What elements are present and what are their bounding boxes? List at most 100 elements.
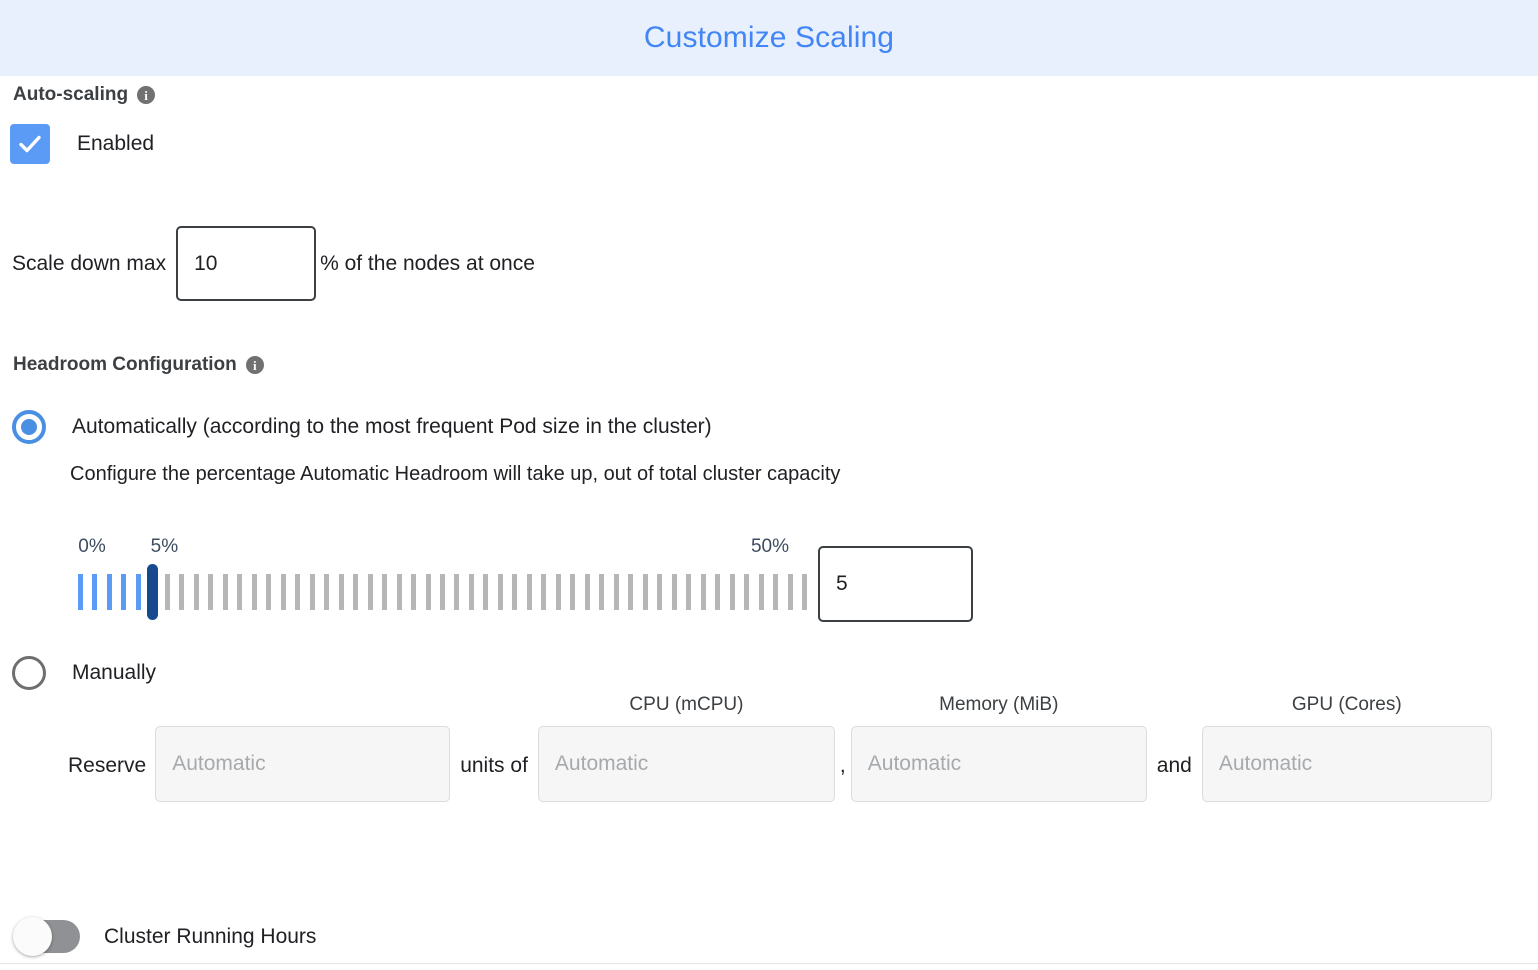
radio-manually[interactable] [12, 656, 46, 690]
reserve-label: Reserve [68, 754, 147, 777]
slider-tick [382, 574, 388, 610]
comma-separator: , [839, 754, 846, 777]
slider-tick [411, 574, 417, 610]
reserve-units-group [155, 716, 451, 802]
slider-min-label: 0% [78, 536, 106, 557]
slider-tick [396, 574, 402, 610]
slider-tick [744, 574, 750, 610]
headroom-configuration-section-label: Headroom Configuration i [13, 354, 264, 376]
slider-tick [584, 574, 590, 610]
slider-tick [802, 574, 807, 610]
slider-tick [613, 574, 619, 610]
slider-tick [729, 574, 735, 610]
info-icon[interactable]: i [245, 356, 264, 374]
slider-tick [454, 574, 460, 610]
slider-tick [179, 574, 185, 610]
cpu-input[interactable] [537, 726, 835, 802]
slider-tick [671, 574, 677, 610]
slider-tick [758, 574, 764, 610]
slider-tick [106, 574, 112, 610]
slider-tick [628, 574, 634, 610]
gpu-field-group: GPU (Cores) [1201, 694, 1492, 802]
gpu-input[interactable] [1201, 726, 1492, 802]
gpu-field-caption: GPU (Cores) [1291, 694, 1402, 715]
page-title: Customize Scaling [643, 21, 895, 54]
slider-max-label: 50% [750, 536, 790, 557]
info-icon[interactable]: i [137, 86, 156, 104]
slider-tick [324, 574, 330, 610]
auto-scaling-section-label: Auto-scaling i [13, 84, 156, 106]
enabled-checkbox[interactable] [10, 124, 50, 164]
slider-tick [164, 574, 170, 610]
headroom-option-manually[interactable]: Manually [12, 656, 156, 690]
memory-field-group: Memory (MiB) [850, 694, 1147, 802]
slider-tick [295, 574, 301, 610]
slider-tick [208, 574, 214, 610]
slider-tick [468, 574, 474, 610]
slider-tick [193, 574, 199, 610]
slider-tick [121, 574, 127, 610]
toggle-knob [13, 917, 52, 956]
slider-tick [338, 574, 344, 610]
memory-input[interactable] [850, 726, 1147, 802]
slider-tick [541, 574, 547, 610]
slider-tick [251, 574, 257, 610]
slider-tick [92, 574, 98, 610]
slider-tick [715, 574, 721, 610]
memory-field-caption: Memory (MiB) [939, 694, 1059, 715]
slider-tick [526, 574, 532, 610]
slider-tick [599, 574, 605, 610]
headroom-percentage-input[interactable] [818, 546, 973, 622]
slider-tick [642, 574, 648, 610]
cluster-running-hours-label: Cluster Running Hours [104, 924, 317, 948]
radio-manually-label: Manually [72, 661, 157, 684]
slider-tick [700, 574, 706, 610]
slider-marks: 0% 5% 50% [78, 536, 808, 564]
slider-tick [570, 574, 576, 610]
check-icon [19, 135, 41, 153]
radio-automatic-label: Automatically (according to the most fre… [72, 415, 712, 438]
scale-down-max-suffix: % of the nodes at once [320, 251, 535, 275]
scale-down-max-input[interactable] [176, 226, 317, 301]
slider-tick [266, 574, 272, 610]
radio-automatic[interactable] [12, 410, 46, 444]
headroom-automatic-description: Configure the percentage Automatic Headr… [70, 463, 841, 485]
bottom-divider [0, 963, 1538, 964]
slider-tick [309, 574, 315, 610]
slider-tick [657, 574, 663, 610]
slider-tick [135, 574, 141, 610]
radio-dot [21, 419, 37, 435]
headroom-option-automatic[interactable]: Automatically (according to the most fre… [12, 410, 712, 444]
slider-tick [773, 574, 779, 610]
cpu-field-group: CPU (mCPU) [537, 694, 835, 802]
reserve-units-input[interactable] [155, 726, 451, 802]
slider-tick [497, 574, 503, 610]
headroom-percentage-slider[interactable]: 0% 5% 50% [78, 536, 808, 626]
reserve-row: Reserve units of CPU (mCPU) , Memory (Mi… [68, 694, 1492, 802]
scale-down-max-label: Scale down max [12, 251, 167, 275]
units-of-label: units of [460, 754, 528, 777]
slider-tick [787, 574, 793, 610]
slider-tick [353, 574, 359, 610]
and-separator: and [1156, 754, 1192, 777]
slider-tick [425, 574, 431, 610]
cluster-running-hours-toggle[interactable] [13, 917, 80, 956]
scale-down-max-row: Scale down max % of the nodes at once [12, 226, 535, 301]
slider-tick [280, 574, 286, 610]
slider-tick [555, 574, 561, 610]
slider-current-label: 5% [150, 536, 179, 557]
slider-tick [512, 574, 518, 610]
auto-scaling-label-text: Auto-scaling [13, 84, 129, 105]
slider-tick [78, 574, 83, 610]
auto-scaling-enabled-row[interactable]: Enabled [10, 124, 154, 164]
slider-thumb[interactable] [147, 564, 159, 620]
slider-tick [237, 574, 243, 610]
slider-tick [483, 574, 489, 610]
slider-tick [440, 574, 445, 610]
headroom-configuration-label-text: Headroom Configuration [13, 354, 237, 375]
dialog-header: Customize Scaling [0, 0, 1538, 76]
slider-track[interactable] [78, 564, 808, 620]
slider-tick [686, 574, 692, 610]
cluster-running-hours-row[interactable]: Cluster Running Hours [13, 917, 317, 956]
enabled-label: Enabled [77, 132, 155, 155]
